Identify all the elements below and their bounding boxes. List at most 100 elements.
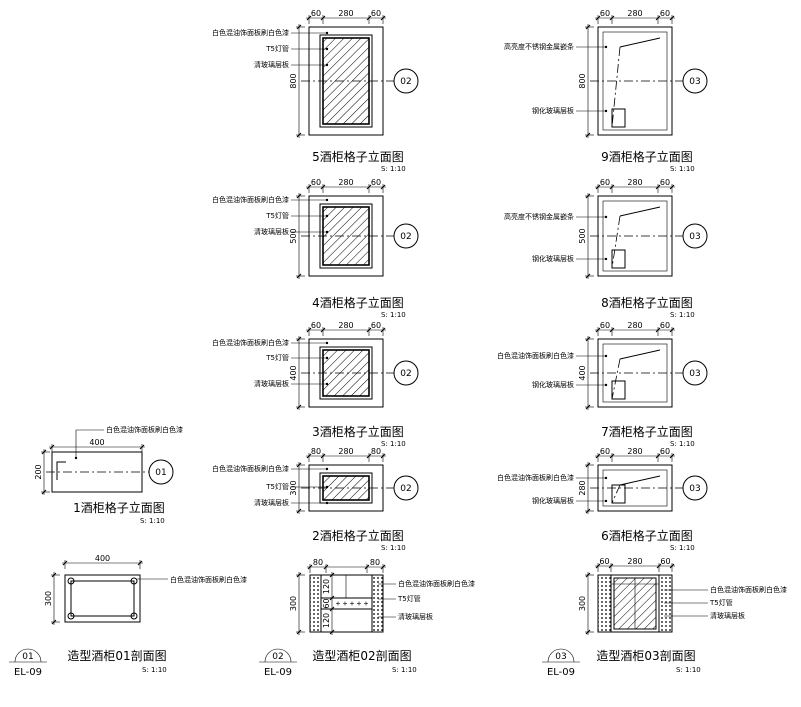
material-note: 清玻璃层板 [254,60,289,69]
view-title: 造型酒柜03剖面图 [596,649,695,663]
section-number: 03 [555,652,566,662]
leader-dot [325,47,329,51]
width-dimension: 60 [660,321,670,330]
dimension-tick [296,24,302,30]
inner-frame [602,343,668,403]
glass-panel [322,475,370,501]
inner-dimension: 120 [322,579,331,594]
dimension-tick [307,564,313,570]
scale-label: S: 1:10 [676,666,701,674]
dimension-tick [62,560,68,566]
section-marker-circle [148,459,174,485]
side-panel-right [371,574,384,633]
width-dimension: 280 [338,178,353,187]
leader-dot [604,45,608,49]
section-marker-label: 02 [400,77,411,87]
dimension-tick [609,327,615,333]
view-title: 1酒柜格子立面图 [73,500,165,515]
material-note: 钢化玻璃层板 [532,254,574,263]
section-marker-circle [393,68,419,94]
dimension-tick [595,453,601,459]
height-dimension: 400 [578,365,587,380]
dimension-tick [306,184,312,190]
dimension-tick [595,563,601,569]
height-dimension: 500 [578,228,587,243]
section-outline [64,574,141,623]
dimension-tick [656,563,662,569]
dimension-tick [296,273,302,279]
leader-dot [325,63,329,67]
inner-frame [602,200,668,272]
material-note: 高亮度不锈钢金属嵌条 [504,212,574,221]
view-title: 3酒柜格子立面图 [312,424,404,439]
scale-label: S: 1:10 [381,440,406,448]
section-marker-label: 02 [400,232,411,242]
height-dimension: 200 [34,464,43,479]
note-leader [75,429,104,458]
material-note: 钢化玻璃层板 [532,380,574,389]
dimension-tick [329,595,335,601]
dimension-tick [320,184,326,190]
dimension-tick [49,444,55,450]
glass-frame [319,34,373,128]
dimension-tick [380,453,386,459]
section-marker-label: 03 [689,232,700,242]
inner-dimension: 120 [322,613,331,628]
material-note: 白色混油饰面板刷白色漆 [212,338,289,347]
opening-line [619,475,661,486]
inner-frame [602,469,668,507]
dimension-tick [585,336,591,342]
dimension-tick [296,462,302,468]
fixture-block [611,484,626,504]
width-dimension: 280 [627,9,642,18]
height-dimension: 300 [44,591,53,606]
width-dimension: 60 [599,557,609,566]
dimension-tick [609,15,615,21]
scale-label: S: 1:10 [381,544,406,552]
dimension-tick [595,15,601,21]
dimension-tick [669,15,675,21]
scale-label: S: 1:10 [670,165,695,173]
dimension-tick [41,489,47,495]
width-dimension: 400 [95,554,110,563]
dimension-tick [585,572,591,578]
width-dimension: 80 [370,558,380,567]
dimension-tick [296,629,302,635]
dimension-tick [366,453,372,459]
marker-arc [264,648,292,663]
corner-post [67,577,75,585]
width-dimension: 60 [371,178,381,187]
dimension-tick [323,564,329,570]
section-marker-label: 02 [400,369,411,379]
cabinet-frame [597,26,673,136]
view-title: 7酒柜格子立面图 [601,424,693,439]
dimension-tick [296,572,302,578]
section-number: 02 [272,652,283,662]
section-marker-circle [682,68,708,94]
dimension-tick [296,132,302,138]
leader-dot [325,356,329,360]
material-note: 白色混油饰面板刷白色漆 [398,579,475,588]
leader-dot [604,215,608,219]
width-dimension: 60 [371,9,381,18]
opening-line-dashed [611,46,621,128]
dimension-tick [296,508,302,514]
material-note: 清玻璃层板 [254,379,289,388]
dimension-tick [585,273,591,279]
dimension-tick [366,184,372,190]
cabinet-frame [308,195,384,277]
material-note: 清玻璃层板 [398,612,433,621]
section-marker-circle [393,223,419,249]
material-note: 钢化玻璃层板 [532,496,574,505]
material-note: 清玻璃层板 [710,611,745,620]
section-marker-label: 03 [689,484,700,494]
section-marker-label: 03 [689,77,700,87]
leader-dot [604,499,608,503]
sheet-number: EL-09 [547,667,575,678]
